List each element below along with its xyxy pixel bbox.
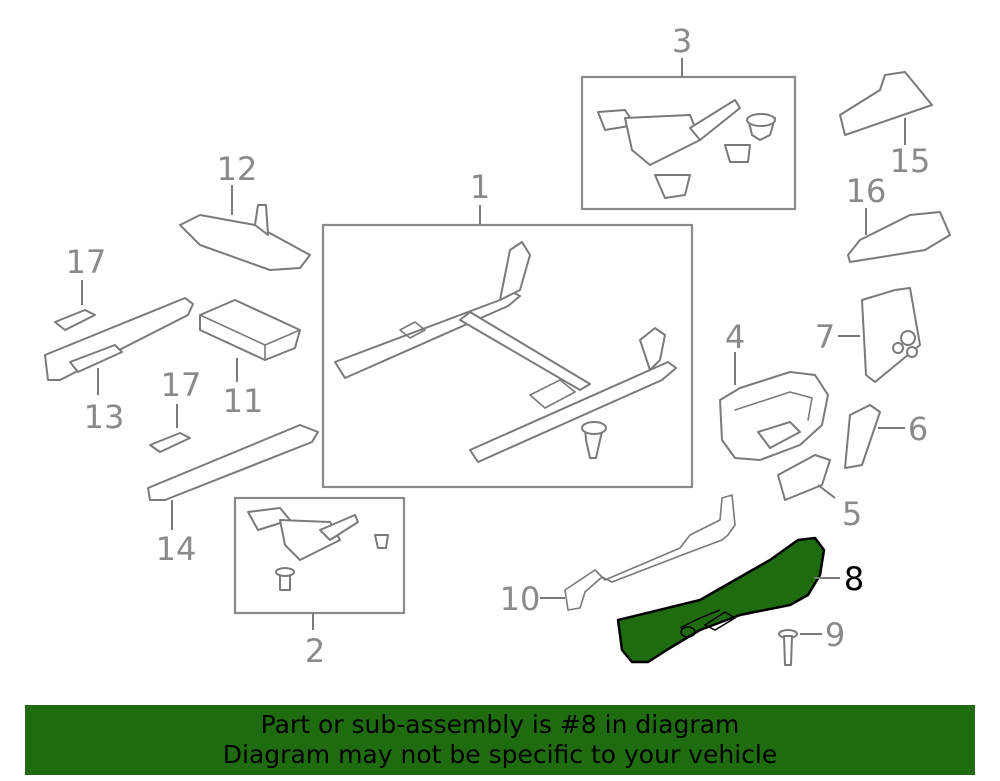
part-8-seat-shield[interactable] [616, 536, 826, 664]
info-banner: Part or sub-assembly is #8 in diagram Di… [25, 705, 975, 775]
callout-16: 16 [846, 172, 887, 210]
callout-3: 3 [672, 22, 692, 60]
callout-12: 12 [217, 150, 258, 188]
part-5-knob[interactable] [777, 454, 831, 501]
part-12-bracket[interactable] [179, 204, 311, 271]
part-13-rail-cover[interactable] [44, 297, 194, 381]
part-14-rail-cover[interactable] [147, 424, 319, 501]
callout-8: 8 [844, 560, 864, 598]
callout-2: 2 [305, 632, 325, 670]
part-10-bracket[interactable] [564, 494, 736, 611]
part-3-box [580, 75, 797, 211]
callout-10: 10 [500, 580, 541, 618]
part-1-seat-track[interactable] [321, 223, 694, 489]
callout-9: 9 [825, 616, 845, 654]
leader-5 [817, 484, 836, 499]
callout-17a: 17 [66, 243, 107, 281]
callout-1: 1 [470, 168, 490, 206]
callout-11: 11 [223, 382, 264, 420]
parts-diagram: 1 2 3 4 5 6 [44, 22, 951, 670]
part-2-box [233, 496, 406, 615]
part-4-switch[interactable] [719, 371, 829, 461]
part-2-motor-assembly[interactable] [233, 496, 406, 615]
callout-4: 4 [725, 318, 745, 356]
callout-7: 7 [815, 318, 835, 356]
callout-15: 15 [890, 142, 931, 180]
part-3-motor-assembly[interactable] [580, 75, 797, 211]
part-1-box [321, 223, 694, 489]
part-15-cover[interactable] [839, 71, 933, 136]
callout-6: 6 [908, 410, 928, 448]
banner-line-1: Part or sub-assembly is #8 in diagram [260, 710, 740, 739]
callout-13: 13 [84, 398, 125, 436]
part-7-switch[interactable] [861, 287, 921, 383]
callout-17b: 17 [161, 366, 202, 404]
part-11-module[interactable] [199, 299, 301, 361]
part-9-screw[interactable] [778, 629, 798, 666]
part-17a-clip[interactable] [54, 309, 96, 331]
banner-line-2: Diagram may not be specific to your vehi… [222, 740, 778, 769]
part-17b-clip[interactable] [149, 432, 191, 453]
part-6-knob[interactable] [844, 404, 881, 469]
callout-5: 5 [842, 495, 862, 533]
part-16-cover[interactable] [847, 211, 951, 263]
callout-14: 14 [156, 530, 197, 568]
